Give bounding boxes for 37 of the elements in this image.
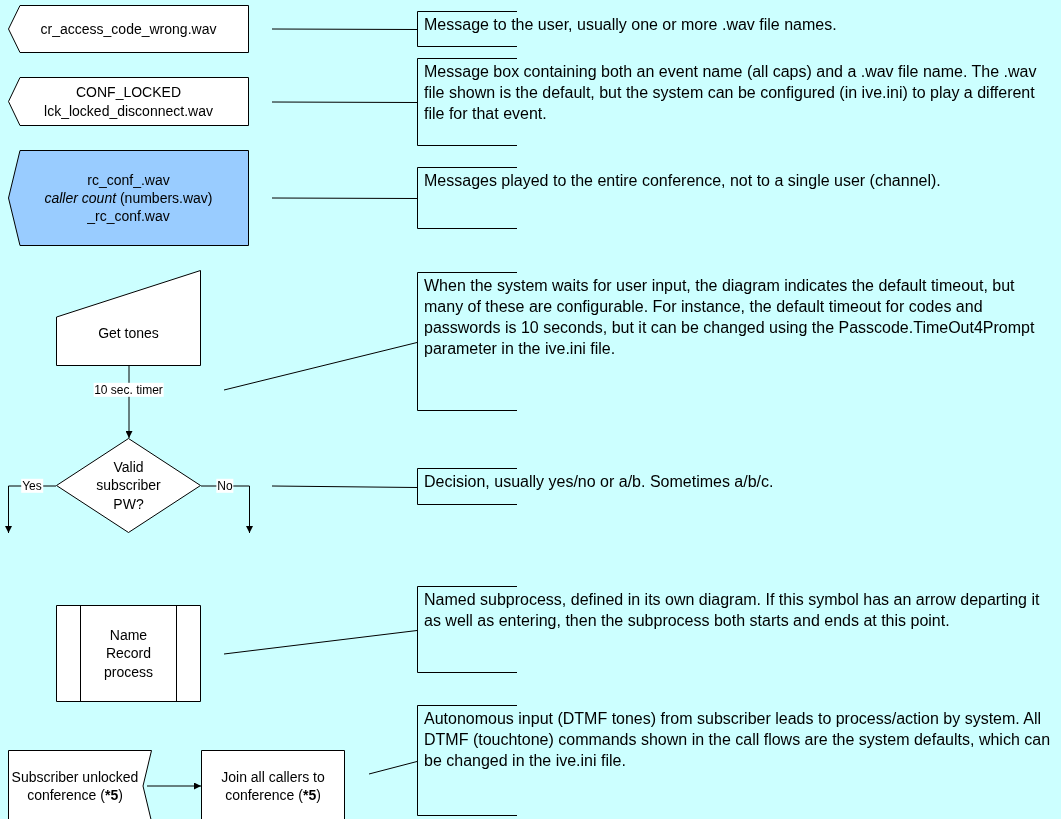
annotation-text: Autonomous input (DTMF tones) from subscriber leads to process/action by system. All DTMF (touchtone) commands shown in the call flows are the system defaults, which can be changed in the ive.ini file.: [424, 709, 1052, 772]
decision-diamond: [56, 438, 201, 533]
event-input-box: [8, 750, 152, 819]
node-label: Get tones: [98, 323, 159, 343]
node-label: lck_locked_disconnect.wav: [44, 101, 213, 120]
message-box: [8, 5, 249, 53]
node-label: Valid subscriber PW?: [95, 458, 162, 513]
node-label: cr_access_code_wrong.wav: [40, 19, 217, 39]
edge-label: No: [216, 478, 234, 494]
node-label: rc_conf_.wav: [87, 170, 170, 189]
manual-input-box: [56, 270, 201, 366]
annotation-text: When the system waits for user input, the diagram indicates the default timeout, but many of these are configurable. For instance, the default timeout for codes and passwords is 10 seconds, but it can be changed using the Passcode.TimeOut4Prompt parameter in the ive.ini file.: [424, 276, 1036, 360]
node-label: CONF_LOCKED: [76, 83, 181, 102]
node-label: Name Record process: [103, 626, 154, 681]
leader-line: [271, 101, 418, 103]
node-label: _rc_conf.wav: [87, 207, 170, 226]
edge-label: 10 sec. timer: [93, 382, 164, 398]
conference-message-box: [8, 150, 249, 246]
annotation-text: Message box containing both an event name (all caps) and a .wav file name. The .wav file shown is the default, but the system can be configured (in ive.ini) to play a different file for that event.: [424, 62, 1038, 125]
node-label: Subscriber unlocked conference (*5): [10, 767, 140, 805]
leader-line: [223, 342, 418, 391]
annotation-text: Named subprocess, defined in its own diagram. If this symbol has an arrow departing it as well as entering, then the subprocess both starts and ends at this point.: [424, 590, 1041, 632]
node-label: Join all callers to conference (*5): [220, 767, 326, 805]
leader-line: [223, 630, 418, 655]
node-label: caller count (numbers.wav): [44, 188, 213, 208]
subprocess-box: [56, 605, 201, 702]
message-box: [8, 77, 249, 126]
annotation-text: Messages played to the entire conference, not to a single user (channel).: [424, 171, 941, 191]
leader-line: [271, 197, 418, 199]
leader-line: [271, 28, 418, 30]
process-box: [201, 750, 345, 819]
leader-line: [271, 485, 418, 488]
edge-label: Yes: [21, 478, 43, 494]
annotation-text: Decision, usually yes/no or a/b. Sometimes a/b/c.: [424, 472, 774, 492]
arrow: [146, 782, 202, 790]
leader-line: [368, 761, 418, 775]
annotation-text: Message to the user, usually one or more .wav file names.: [424, 15, 837, 35]
